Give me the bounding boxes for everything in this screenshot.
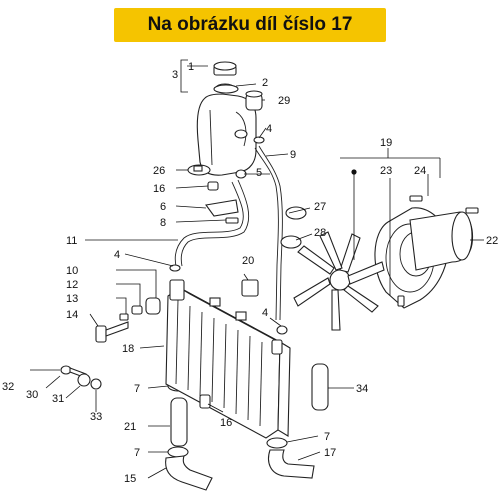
label-4a: 4	[266, 123, 272, 135]
hose-15	[165, 455, 213, 491]
label-30: 30	[26, 389, 38, 401]
label-14: 14	[66, 309, 78, 321]
washer-4c	[276, 325, 288, 335]
label-17: 17	[324, 447, 336, 459]
clamp-7c	[266, 437, 288, 449]
bolt-14	[95, 321, 129, 343]
label-4c: 4	[262, 307, 268, 319]
washer-4a	[253, 136, 265, 144]
rubber-grommet-29	[245, 90, 263, 111]
bolt-32-30-31-33	[60, 365, 102, 390]
label-4b: 4	[114, 249, 120, 261]
label-28: 28	[314, 227, 326, 239]
hose-34	[311, 363, 329, 411]
bushing-16	[199, 394, 211, 409]
label-8: 8	[160, 217, 166, 229]
screw-24	[409, 195, 423, 202]
clamp-7b	[167, 446, 189, 458]
label-27: 27	[314, 201, 326, 213]
label-16a: 16	[153, 183, 165, 195]
label-18: 18	[122, 343, 134, 355]
label-9: 9	[290, 149, 296, 161]
bracket-20	[241, 279, 259, 297]
label-12: 12	[66, 279, 78, 291]
label-21: 21	[124, 421, 136, 433]
leader-lines	[30, 59, 484, 479]
label-5: 5	[256, 167, 262, 179]
rubber-mount-10-12-13	[119, 297, 161, 321]
label-26: 26	[153, 165, 165, 177]
label-15: 15	[124, 473, 136, 485]
hose-9	[254, 147, 279, 321]
hose-9-inner	[258, 145, 283, 321]
label-19: 19	[380, 137, 392, 149]
fan-blade	[293, 231, 385, 331]
label-31: 31	[52, 393, 64, 405]
screw-23	[397, 295, 405, 307]
bracket-6	[205, 199, 239, 217]
hose-21	[170, 397, 188, 447]
label-10: 10	[66, 265, 78, 277]
label-3: 3	[172, 69, 178, 81]
hose-11	[174, 181, 244, 267]
label-16b: 16	[220, 417, 232, 429]
tank-cap	[213, 61, 239, 94]
clamp-26	[187, 164, 211, 176]
hose-11-outer	[180, 179, 250, 267]
part-labels: 3 1 2 29 4 9 26 5 16 6 8 27 28 11 4 20 1…	[2, 61, 498, 485]
washer-4b	[169, 264, 181, 272]
label-23: 23	[380, 165, 392, 177]
label-11: 11	[66, 235, 77, 247]
label-13: 13	[66, 293, 78, 305]
label-33: 33	[90, 411, 102, 423]
title-banner: Na obrázku díl číslo 17	[114, 8, 386, 42]
label-6: 6	[160, 201, 166, 213]
label-32: 32	[2, 381, 14, 393]
screw-8	[225, 217, 239, 224]
label-34: 34	[356, 383, 368, 395]
hose-17	[267, 449, 315, 479]
label-7c: 7	[324, 431, 330, 443]
label-20: 20	[242, 255, 254, 267]
label-1: 1	[188, 61, 194, 73]
radiator-18	[165, 279, 291, 439]
label-24: 24	[414, 165, 426, 177]
label-7b: 7	[134, 447, 140, 459]
screw-22	[465, 207, 479, 214]
clamp-28	[280, 235, 302, 249]
spacer-16	[207, 181, 219, 191]
fan-motor-22	[409, 211, 474, 271]
label-2: 2	[262, 77, 268, 89]
label-7a: 7	[134, 383, 140, 395]
label-22: 22	[486, 235, 498, 247]
label-29: 29	[278, 95, 290, 107]
